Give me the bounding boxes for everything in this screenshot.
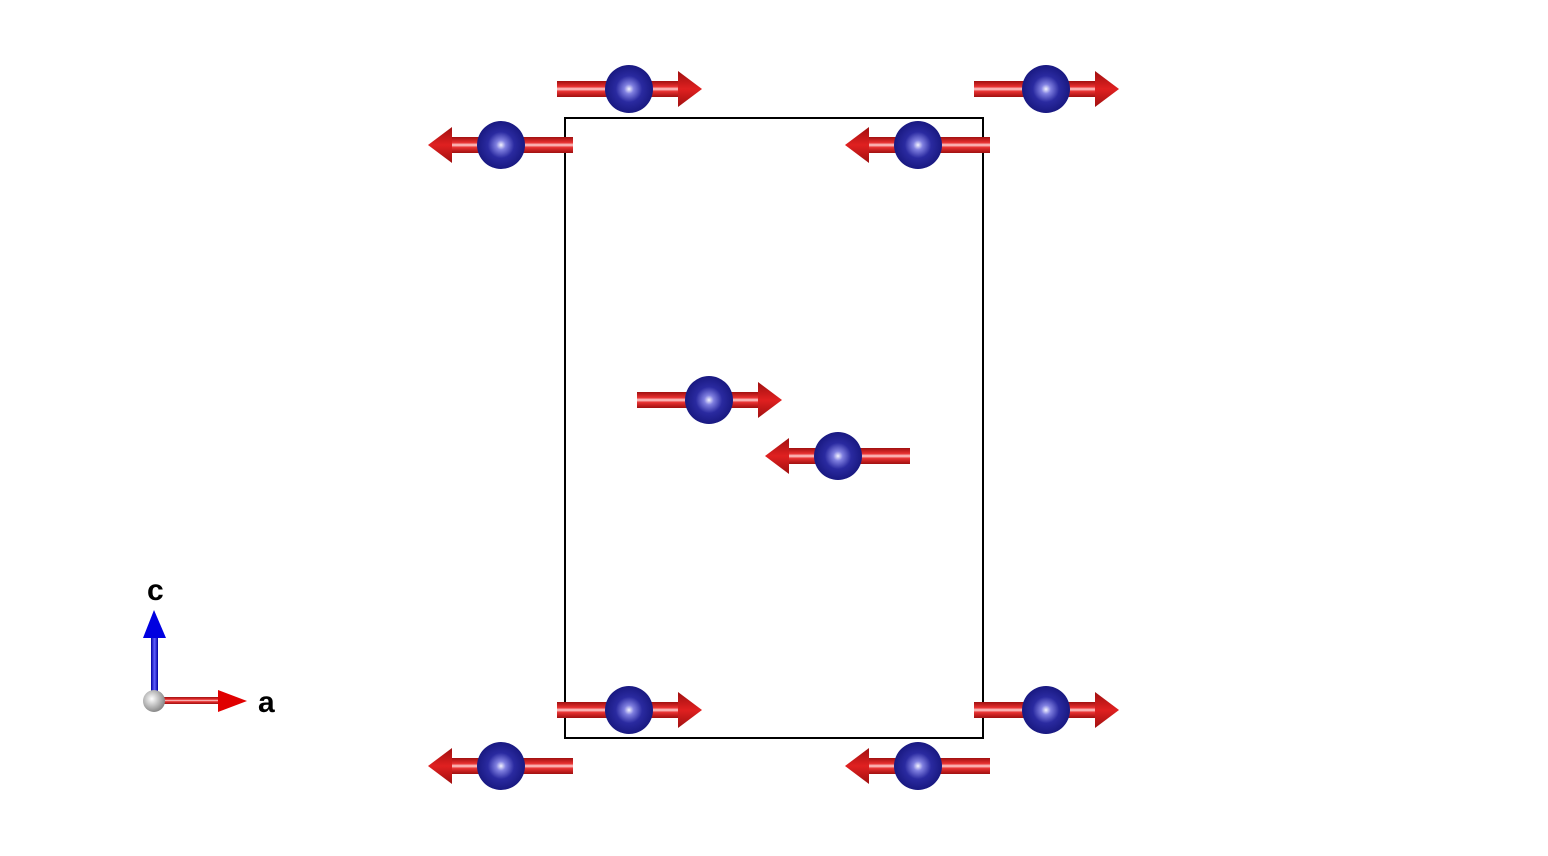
axis-indicator: c a bbox=[143, 574, 275, 719]
a-axis-shaft bbox=[155, 697, 220, 704]
atom-sphere bbox=[605, 65, 653, 113]
spin-arrow-head bbox=[428, 748, 452, 784]
c-axis-shaft bbox=[151, 636, 158, 700]
atom-with-spin bbox=[428, 121, 573, 169]
atom-with-spin bbox=[845, 742, 990, 790]
atom-sphere bbox=[814, 432, 862, 480]
spin-arrow-head bbox=[758, 382, 782, 418]
atoms-layer bbox=[428, 65, 1119, 790]
atom-sphere bbox=[1022, 65, 1070, 113]
atom-sphere bbox=[477, 121, 525, 169]
atom-sphere bbox=[477, 742, 525, 790]
atom-with-spin bbox=[557, 686, 702, 734]
atom-with-spin bbox=[845, 121, 990, 169]
unit-cell-outline bbox=[564, 117, 984, 739]
atom-with-spin bbox=[765, 432, 910, 480]
c-axis-arrowhead bbox=[143, 610, 166, 638]
atom-sphere bbox=[894, 121, 942, 169]
atom-with-spin bbox=[974, 686, 1119, 734]
spin-arrow-head bbox=[845, 748, 869, 784]
spin-arrow-head bbox=[678, 71, 702, 107]
spin-arrow-head bbox=[765, 438, 789, 474]
spin-arrow-head bbox=[678, 692, 702, 728]
spin-arrow-head bbox=[428, 127, 452, 163]
c-axis-label: c bbox=[147, 574, 164, 607]
atom-with-spin bbox=[428, 742, 573, 790]
origin-sphere bbox=[143, 690, 165, 712]
atom-sphere bbox=[685, 376, 733, 424]
atom-sphere bbox=[1022, 686, 1070, 734]
a-axis-label: a bbox=[258, 686, 275, 719]
atom-with-spin bbox=[637, 376, 782, 424]
spin-arrow-head bbox=[1095, 692, 1119, 728]
spin-arrow-head bbox=[845, 127, 869, 163]
spin-arrow-head bbox=[1095, 71, 1119, 107]
atom-with-spin bbox=[557, 65, 702, 113]
atom-with-spin bbox=[974, 65, 1119, 113]
atom-sphere bbox=[894, 742, 942, 790]
a-axis-arrowhead bbox=[218, 690, 247, 712]
atom-sphere bbox=[605, 686, 653, 734]
